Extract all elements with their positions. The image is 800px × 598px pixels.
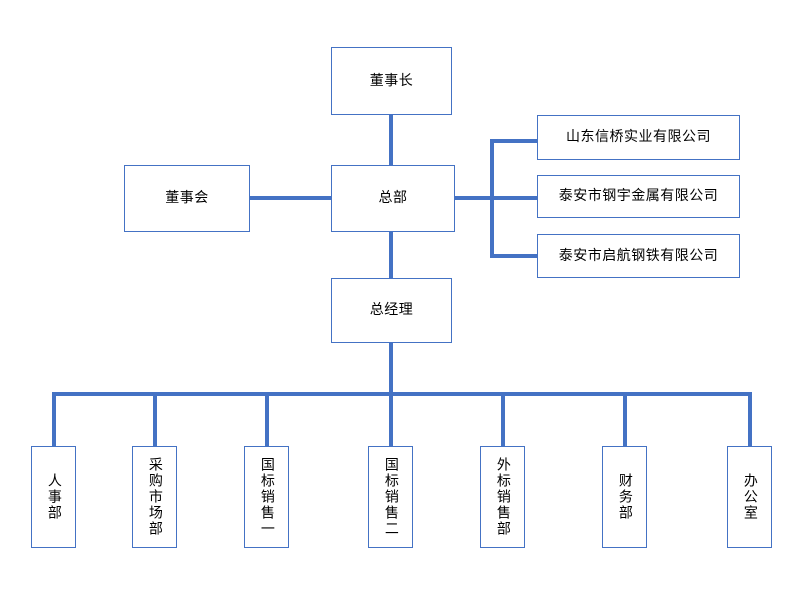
connector-subsidiary-branch-3 [490, 254, 538, 258]
connector-department-bus [52, 392, 752, 396]
connector-drop-department-7 [748, 392, 752, 446]
connector-board-to-headquarters [250, 196, 331, 200]
node-department-domestic-sales-1[interactable]: 国标销售一 [244, 446, 289, 548]
connector-drop-department-1 [52, 392, 56, 446]
node-board-of-directors-label: 董事会 [165, 190, 209, 207]
node-department-office-label: 办公室 [741, 473, 758, 521]
connector-headquarters-to-general-manager [389, 232, 393, 278]
node-department-domestic-sales-2-label: 国标销售二 [382, 457, 399, 537]
node-department-finance[interactable]: 财务部 [602, 446, 647, 548]
connector-drop-department-5 [501, 392, 505, 446]
node-department-domestic-sales-2[interactable]: 国标销售二 [368, 446, 413, 548]
connector-general-manager-to-bus [389, 343, 393, 396]
node-department-office[interactable]: 办公室 [727, 446, 772, 548]
node-board-of-directors[interactable]: 董事会 [124, 165, 250, 232]
node-department-finance-label: 财务部 [616, 473, 633, 521]
node-chairman-label: 董事长 [369, 72, 414, 89]
node-headquarters[interactable]: 总部 [331, 165, 455, 232]
connector-drop-department-6 [623, 392, 627, 446]
node-department-export-sales-label: 外标销售部 [494, 457, 511, 537]
connector-chairman-to-headquarters [389, 115, 393, 166]
node-subsidiary-1[interactable]: 山东信桥实业有限公司 [537, 115, 740, 160]
node-subsidiary-3[interactable]: 泰安市启航钢铁有限公司 [537, 234, 740, 278]
node-general-manager-label: 总经理 [369, 302, 414, 319]
connector-drop-department-4 [389, 392, 393, 446]
connector-headquarters-to-subsidiary-trunk [455, 196, 494, 200]
node-department-hr[interactable]: 人事部 [31, 446, 76, 548]
connector-drop-department-2 [153, 392, 157, 446]
node-department-procurement-market-label: 采购市场部 [146, 457, 163, 537]
node-subsidiary-2-label: 泰安市钢宇金属有限公司 [558, 188, 719, 205]
node-department-procurement-market[interactable]: 采购市场部 [132, 446, 177, 548]
node-department-hr-label: 人事部 [45, 473, 62, 521]
node-department-export-sales[interactable]: 外标销售部 [480, 446, 525, 548]
node-department-domestic-sales-1-label: 国标销售一 [258, 457, 275, 537]
connector-subsidiary-branch-1 [490, 139, 538, 143]
node-headquarters-label: 总部 [378, 190, 408, 207]
node-subsidiary-1-label: 山东信桥实业有限公司 [566, 129, 711, 146]
node-chairman[interactable]: 董事长 [331, 47, 452, 115]
node-general-manager[interactable]: 总经理 [331, 278, 452, 343]
connector-drop-department-3 [265, 392, 269, 446]
node-subsidiary-2[interactable]: 泰安市钢宇金属有限公司 [537, 175, 740, 218]
node-subsidiary-3-label: 泰安市启航钢铁有限公司 [558, 247, 719, 264]
connector-subsidiary-branch-2 [490, 196, 538, 200]
